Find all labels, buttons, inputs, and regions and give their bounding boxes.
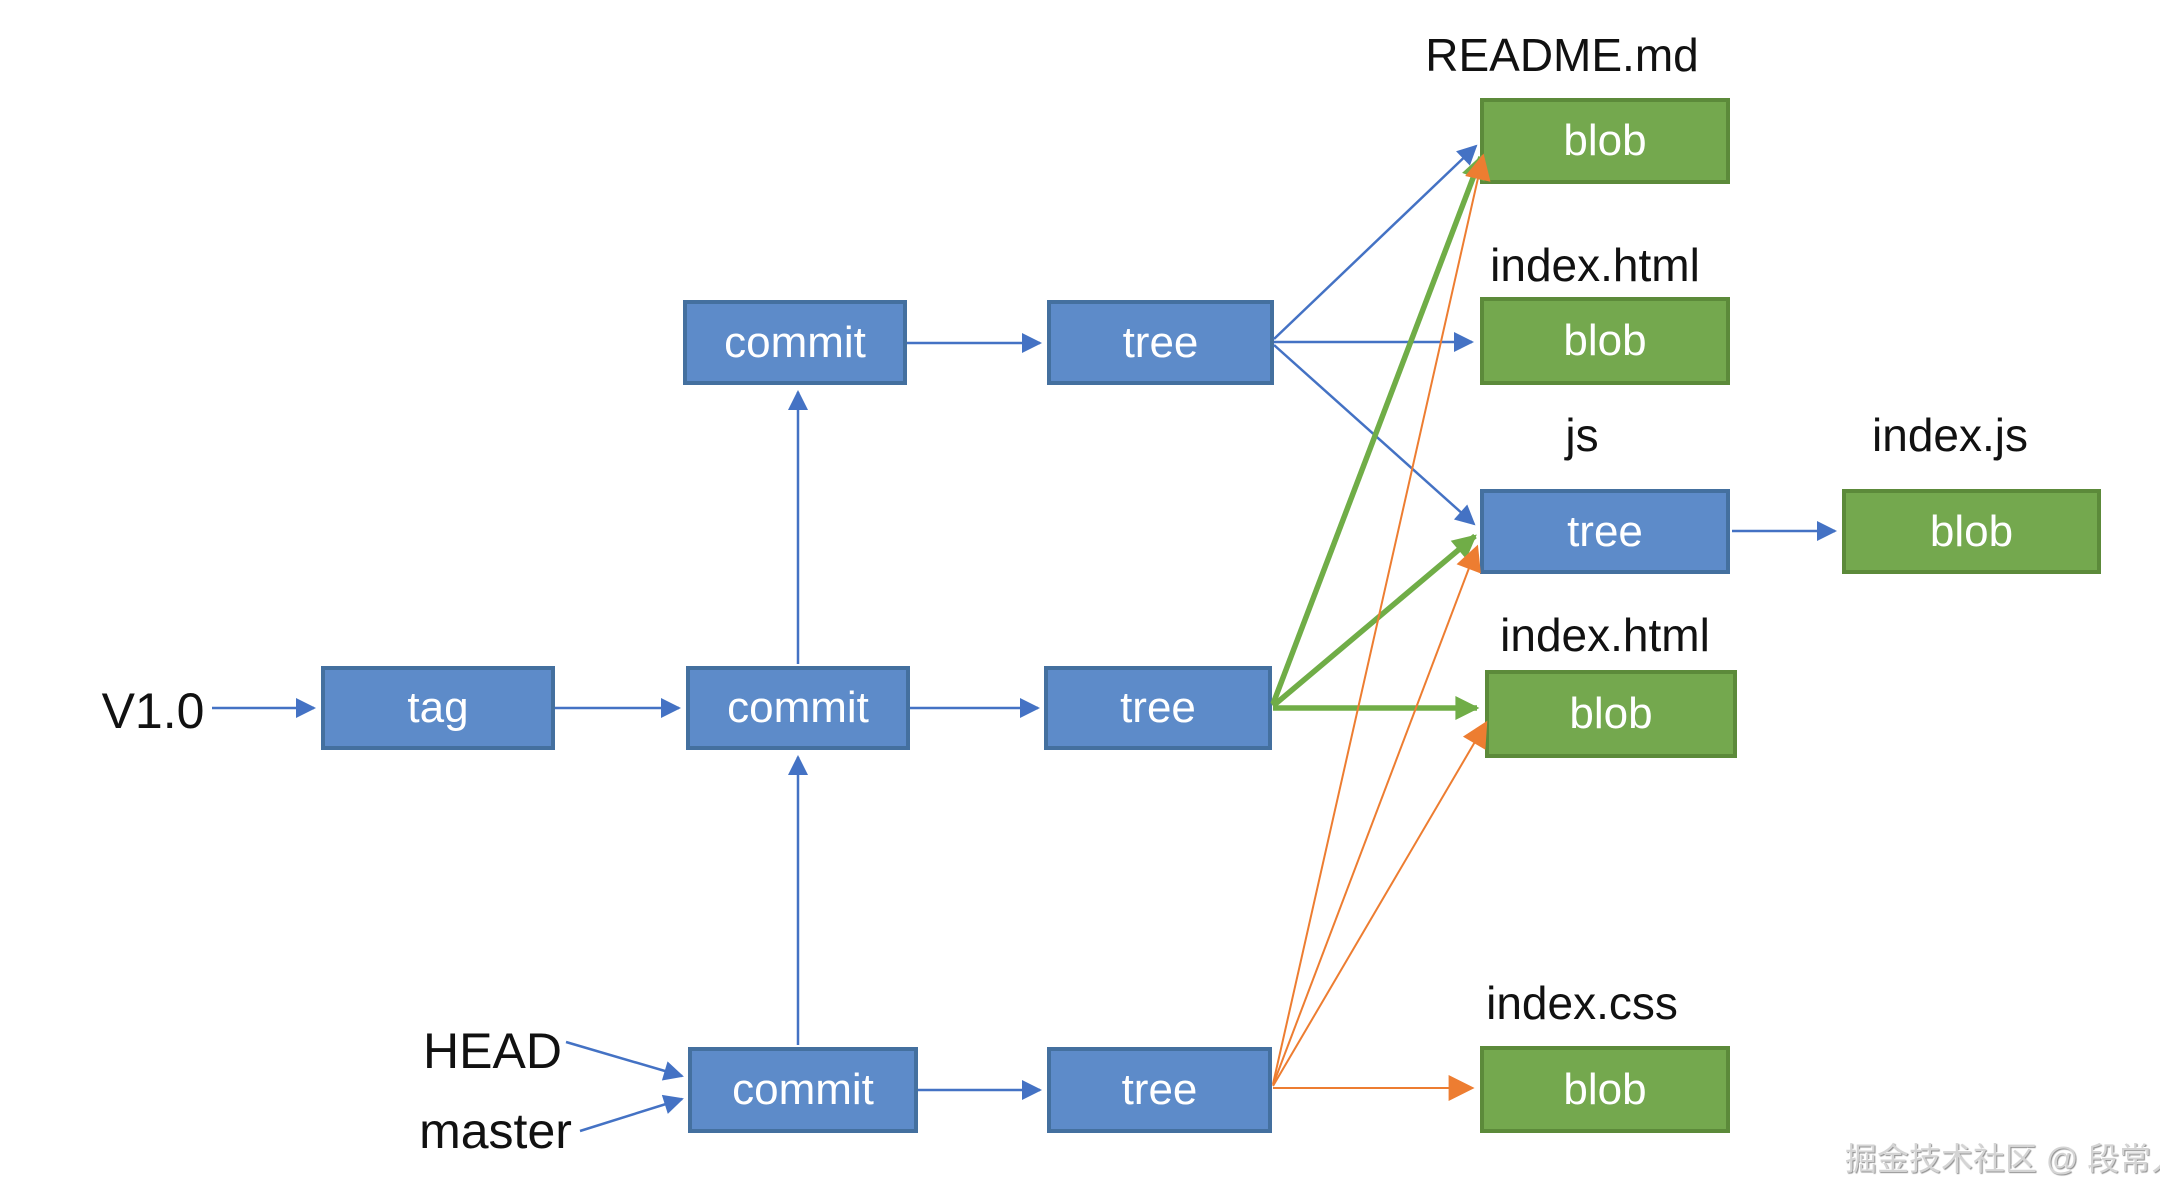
arrow-head-to-commit bbox=[565, 1040, 684, 1081]
node-tag: tag bbox=[321, 666, 555, 750]
node-tree-js-subdirectory: tree bbox=[1480, 489, 1730, 574]
node-tree-top: tree bbox=[1047, 300, 1274, 385]
arrow-master-to-commit bbox=[579, 1094, 684, 1133]
arrow-tree-bot-to-html-blob bbox=[1272, 720, 1488, 1087]
node-commit-top: commit bbox=[683, 300, 907, 385]
label-index-js: index.js bbox=[1872, 409, 2028, 461]
node-blob-index-html-mid: blob bbox=[1485, 670, 1737, 758]
label-readme-md: README.md bbox=[1425, 29, 1699, 81]
label-tag-v1-0: V1.0 bbox=[101, 683, 205, 739]
label-index-html-top: index.html bbox=[1490, 239, 1700, 291]
arrow-tree-mid-to-js-tree bbox=[1271, 533, 1477, 709]
node-tree-bottom: tree bbox=[1047, 1047, 1272, 1133]
node-blob-index-html-top: blob bbox=[1480, 297, 1730, 385]
label-head-ref: HEAD bbox=[423, 1023, 562, 1079]
node-blob-index-js: blob bbox=[1842, 489, 2101, 574]
node-blob-readme-md: blob bbox=[1480, 98, 1730, 184]
node-tree-middle: tree bbox=[1044, 666, 1272, 750]
watermark-text: 掘金技术社区 @ 段常人 bbox=[1845, 1141, 2160, 1177]
label-js-directory: js bbox=[1565, 409, 1599, 461]
node-commit-bottom: commit bbox=[688, 1047, 918, 1133]
label-master-branch: master bbox=[419, 1103, 572, 1159]
arrow-tree-bot-to-readme-blob bbox=[1272, 153, 1491, 1085]
node-commit-middle: commit bbox=[686, 666, 910, 750]
label-index-html-mid: index.html bbox=[1500, 609, 1710, 661]
label-index-css: index.css bbox=[1486, 977, 1678, 1029]
node-blob-index-css: blob bbox=[1480, 1046, 1730, 1133]
